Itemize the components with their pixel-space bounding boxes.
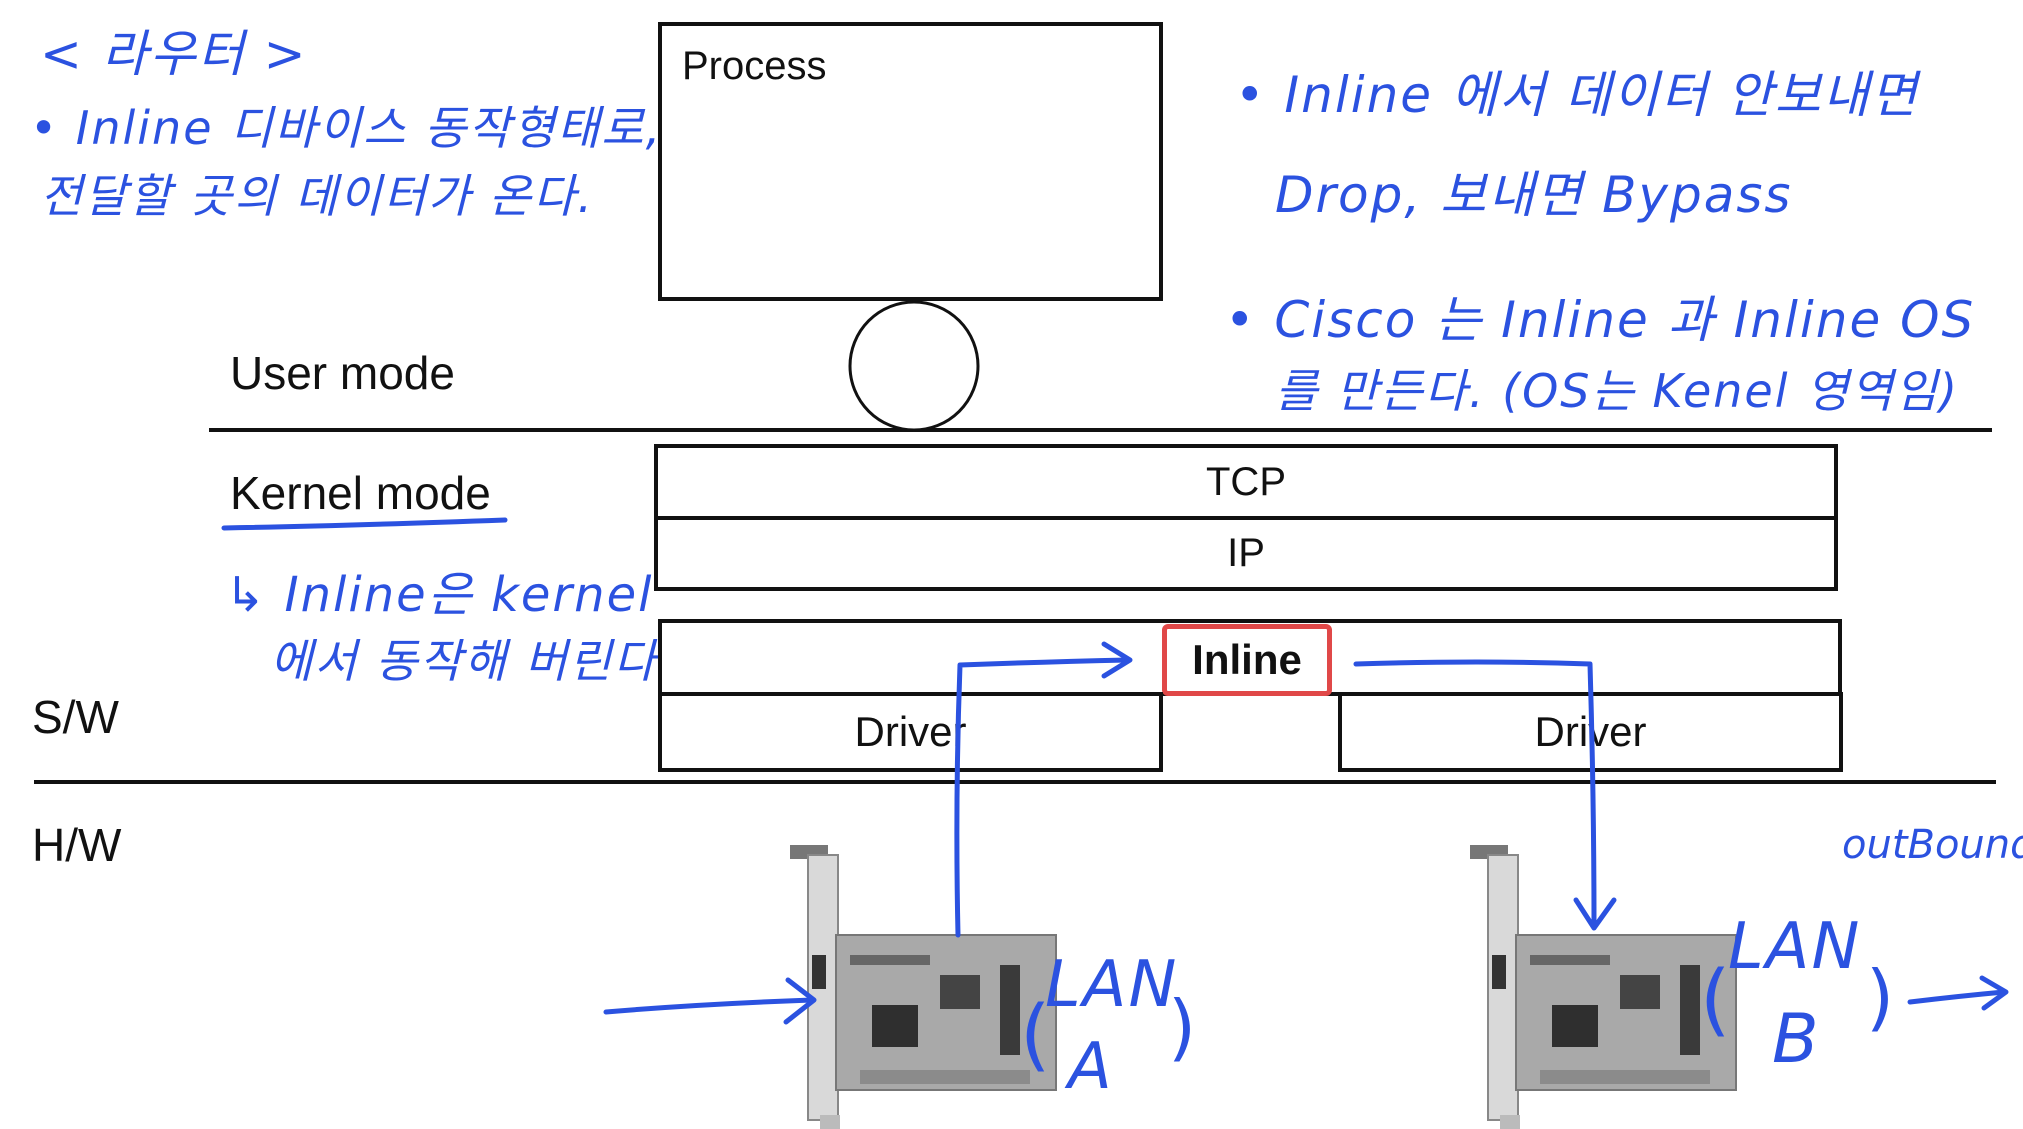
lan-a-paren-open: ( [1020, 990, 1053, 1080]
driver-left-box: Driver [658, 692, 1163, 772]
note-left-line2: 전달할 곳의 데이터가 온다. [40, 169, 595, 223]
ip-layer: IP [654, 516, 1838, 591]
tcp-layer: TCP [654, 444, 1838, 520]
lan-a-line2: A [1068, 1030, 1114, 1104]
process-box: Process [658, 22, 1163, 301]
process-label: Process [682, 44, 827, 88]
note-kernel-line1: ↳ Inline은 kernel [225, 567, 654, 623]
note-right2-line2: 를 만든다. (OS는 Kenel 영역임) [1275, 364, 1960, 418]
note-outbound: outBound [1842, 822, 2023, 868]
note-kernel-line2: 에서 동작해 버린다 [270, 634, 658, 688]
note-right2-line1: • Cisco 는 Inline 과 Inline OS [1225, 291, 1976, 349]
outbound-arrow [1907, 989, 2007, 1005]
lan-b-paren-close: ) [1866, 955, 1897, 1039]
user-mode-label: User mode [230, 347, 455, 399]
kernel-mode-underline [221, 517, 508, 531]
socket-circle [848, 300, 980, 432]
path-to-inline [954, 657, 1131, 938]
note-right1-line2: Drop, 보내면 Bypass [1275, 166, 1793, 224]
note-right1-line1: • Inline 에서 데이터 안보내면 [1235, 66, 1919, 124]
inbound-arrow [603, 997, 815, 1015]
lan-b-line1: LAN [1728, 910, 1862, 984]
inline-label: Inline [1192, 636, 1302, 683]
ip-label: IP [1227, 531, 1265, 575]
sw-label: S/W [32, 691, 119, 743]
driver-left-label: Driver [854, 708, 967, 755]
path-from-inline [1353, 659, 1597, 928]
network-card-icon [1470, 845, 1737, 1129]
network-card-icon [790, 845, 1057, 1129]
lan-b-paren-open: ( [1700, 955, 1733, 1045]
tcp-label: TCP [1206, 459, 1286, 504]
lan-b-line2: B [1772, 1000, 1821, 1079]
inline-box: Inline [1162, 624, 1332, 696]
hw-label: H/W [32, 819, 122, 871]
note-left-line1: • Inline 디바이스 동작형태로, [30, 101, 663, 155]
note-title: < 라우터 > [40, 25, 308, 83]
lan-a-line1: LAN [1045, 948, 1179, 1022]
lan-a-paren-close: ) [1168, 985, 1199, 1069]
kernel-mode-label: Kernel mode [230, 467, 491, 519]
